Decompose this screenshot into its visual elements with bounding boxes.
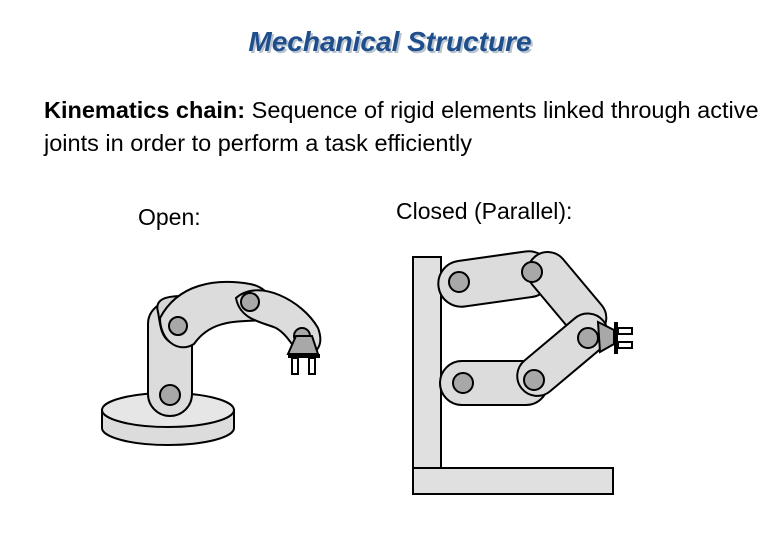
open-joint-2 — [168, 316, 188, 336]
closed-chain-label: Closed (Parallel): — [396, 198, 573, 224]
definition-text: Sequence of rigid elements linked throug… — [44, 97, 759, 156]
closed-joint-4 — [452, 372, 474, 394]
open-joint-1 — [159, 384, 181, 406]
fixed-frame — [412, 256, 614, 495]
definition-term: Kinematics chain: — [44, 97, 246, 123]
open-chain-label: Open: — [138, 204, 201, 230]
closed-joint-2 — [521, 261, 543, 283]
slide-title: Mechanical Structure — [248, 26, 532, 57]
open-joint-3 — [240, 292, 260, 312]
closed-joint-3 — [577, 327, 599, 349]
open-chain-robot — [101, 281, 322, 446]
open-gripper — [286, 335, 320, 375]
closed-chain-robot — [412, 250, 633, 495]
definition-paragraph: Kinematics chain: Sequence of rigid elem… — [44, 94, 764, 160]
closed-joint-5 — [523, 369, 545, 391]
closed-gripper — [596, 320, 633, 354]
closed-joint-1 — [448, 271, 470, 293]
